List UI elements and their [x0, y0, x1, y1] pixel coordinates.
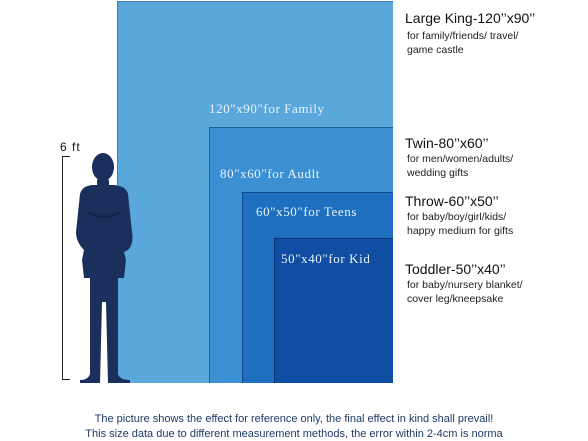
- height-ruler-tick-bottom: [62, 379, 70, 380]
- twin-desc-line: for men/women/adults/: [407, 153, 514, 165]
- person-silhouette-icon: [76, 153, 133, 383]
- throw-size-label: 60"x50"for Teens: [256, 204, 358, 219]
- height-label: 6 ft: [60, 140, 81, 154]
- throw-title: Throw-60’’x50’’: [405, 193, 499, 209]
- height-ruler-tick-top: [62, 156, 70, 157]
- toddler-size-label: 50"x40"for Kid: [281, 251, 371, 266]
- toddler-desc-line: cover leg/kneepsake: [407, 293, 504, 305]
- king-desc-line: for family/friends/ travel/: [407, 30, 519, 42]
- king-title: Large King-120’’x90’’: [405, 10, 536, 26]
- twin-description: for men/women/adults/ wedding gifts: [407, 152, 587, 180]
- throw-desc-line: for baby/boy/girl/kids/: [407, 211, 507, 223]
- toddler-desc-line: for baby/nursery blanket/: [407, 279, 523, 291]
- throw-description: for baby/boy/girl/kids/ happy medium for…: [407, 210, 587, 238]
- twin-size-label: 80"x60"for Audlt: [220, 166, 321, 181]
- footnote-measurement: This size data due to different measurem…: [85, 428, 503, 440]
- king-size-label: 120"x90"for Family: [209, 101, 325, 116]
- height-ruler-line: [62, 156, 63, 380]
- toddler-description: for baby/nursery blanket/ cover leg/knee…: [407, 278, 587, 306]
- footnote-disclaimer: The picture shows the effect for referen…: [94, 413, 494, 425]
- king-desc-line: game castle: [407, 44, 464, 56]
- toddler-blanket-rect: [274, 238, 393, 383]
- twin-desc-line: wedding gifts: [407, 167, 469, 179]
- twin-title: Twin-80’’x60’’: [405, 135, 489, 151]
- toddler-title: Toddler-50’’x40’’: [405, 261, 506, 277]
- king-description: for family/friends/ travel/ game castle: [407, 29, 587, 57]
- throw-desc-line: happy medium for gifts: [407, 225, 514, 237]
